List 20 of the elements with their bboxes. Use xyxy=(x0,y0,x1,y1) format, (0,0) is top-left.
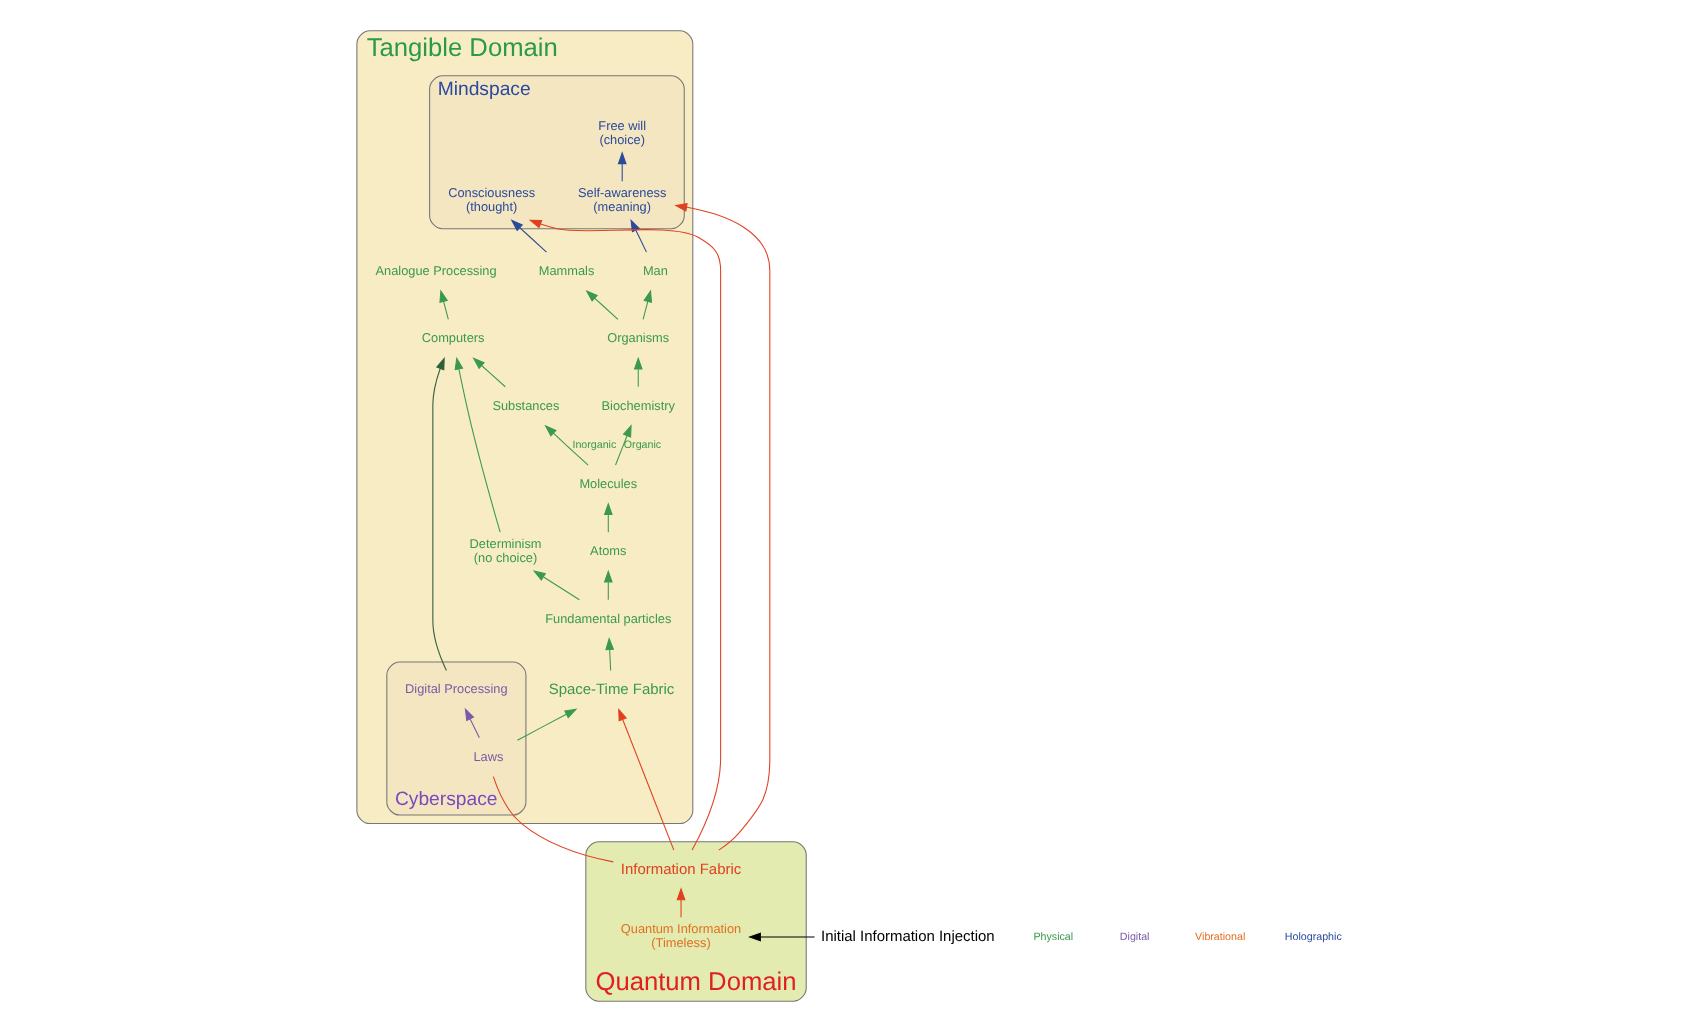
arrow xyxy=(605,636,615,670)
arrow xyxy=(676,886,686,917)
arrow xyxy=(439,288,449,319)
arrow xyxy=(748,931,816,941)
arrow xyxy=(618,706,675,850)
arrow xyxy=(528,218,722,850)
arrow xyxy=(585,288,619,319)
arrow xyxy=(630,217,647,252)
connector xyxy=(492,775,614,862)
arrow xyxy=(532,569,580,600)
arrow xyxy=(464,706,480,738)
arrow xyxy=(432,355,447,670)
arrow xyxy=(454,355,501,532)
arrow xyxy=(472,356,506,387)
arrow xyxy=(615,423,632,465)
arrow xyxy=(516,707,578,740)
arrow xyxy=(642,288,653,319)
arrow xyxy=(510,218,548,252)
arrow xyxy=(544,423,589,465)
arrow xyxy=(674,201,771,850)
